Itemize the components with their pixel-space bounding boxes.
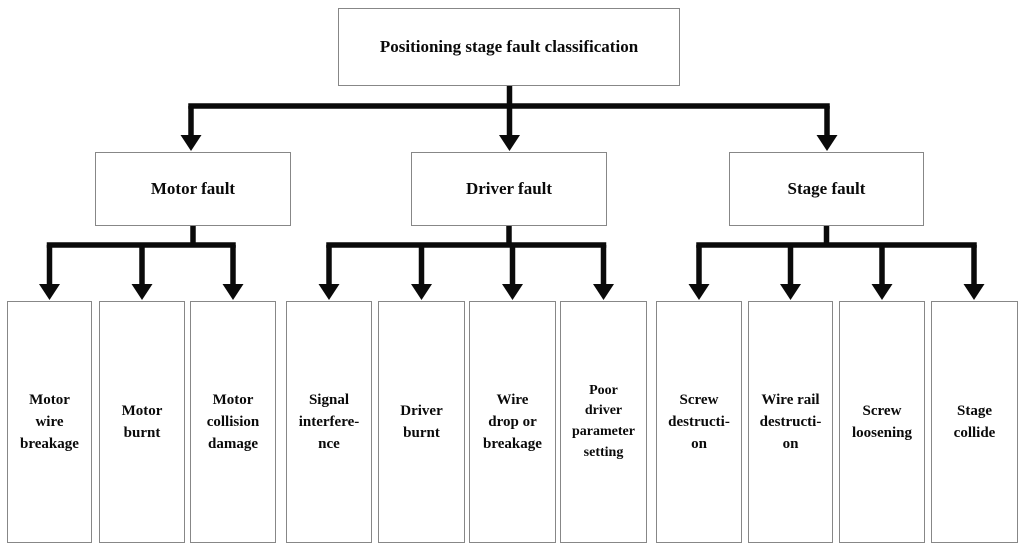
arrowhead-down-icon xyxy=(131,284,153,300)
leaf-node-stage-collide: Stage collide xyxy=(931,301,1018,543)
arrowhead-down-icon xyxy=(180,135,202,151)
arrowhead-down-icon xyxy=(411,284,432,300)
arrowhead-down-icon xyxy=(688,284,710,300)
arrowhead-down-icon xyxy=(499,135,520,151)
arrowhead-down-icon xyxy=(502,284,523,300)
arrowhead-down-icon xyxy=(780,284,801,300)
arrowhead-down-icon xyxy=(593,284,614,300)
leaf-node-motor-collision-damage: Motor collision damage xyxy=(190,301,276,543)
leaf-node-motor-burnt: Motor burnt xyxy=(99,301,185,543)
arrowhead-down-icon xyxy=(222,284,244,300)
leaf-node-screw-loosening: Screw loosening xyxy=(839,301,925,543)
leaf-node-wire-rail-destruction: Wire rail destructi- on xyxy=(748,301,833,543)
leaf-node-screw-destruction: Screw destructi- on xyxy=(656,301,742,543)
branch-node-driver-fault: Driver fault xyxy=(411,152,607,226)
arrowhead-down-icon xyxy=(816,135,838,151)
leaf-node-signal-interference: Signal interfere- nce xyxy=(286,301,372,543)
root-node-positioning-stage-fault-classification: Positioning stage fault classification xyxy=(338,8,680,86)
arrowhead-down-icon xyxy=(39,284,60,300)
leaf-node-wire-drop-or-breakage: Wire drop or breakage xyxy=(469,301,556,543)
branch-node-stage-fault: Stage fault xyxy=(729,152,924,226)
branch-node-motor-fault: Motor fault xyxy=(95,152,291,226)
arrowhead-down-icon xyxy=(871,284,893,300)
arrowhead-down-icon xyxy=(318,284,340,300)
leaf-node-driver-burnt: Driver burnt xyxy=(378,301,465,543)
leaf-node-poor-driver-parameter-setting: Poor driver parameter setting xyxy=(560,301,647,543)
leaf-node-motor-wire-breakage: Motor wire breakage xyxy=(7,301,92,543)
arrowhead-down-icon xyxy=(963,284,985,300)
